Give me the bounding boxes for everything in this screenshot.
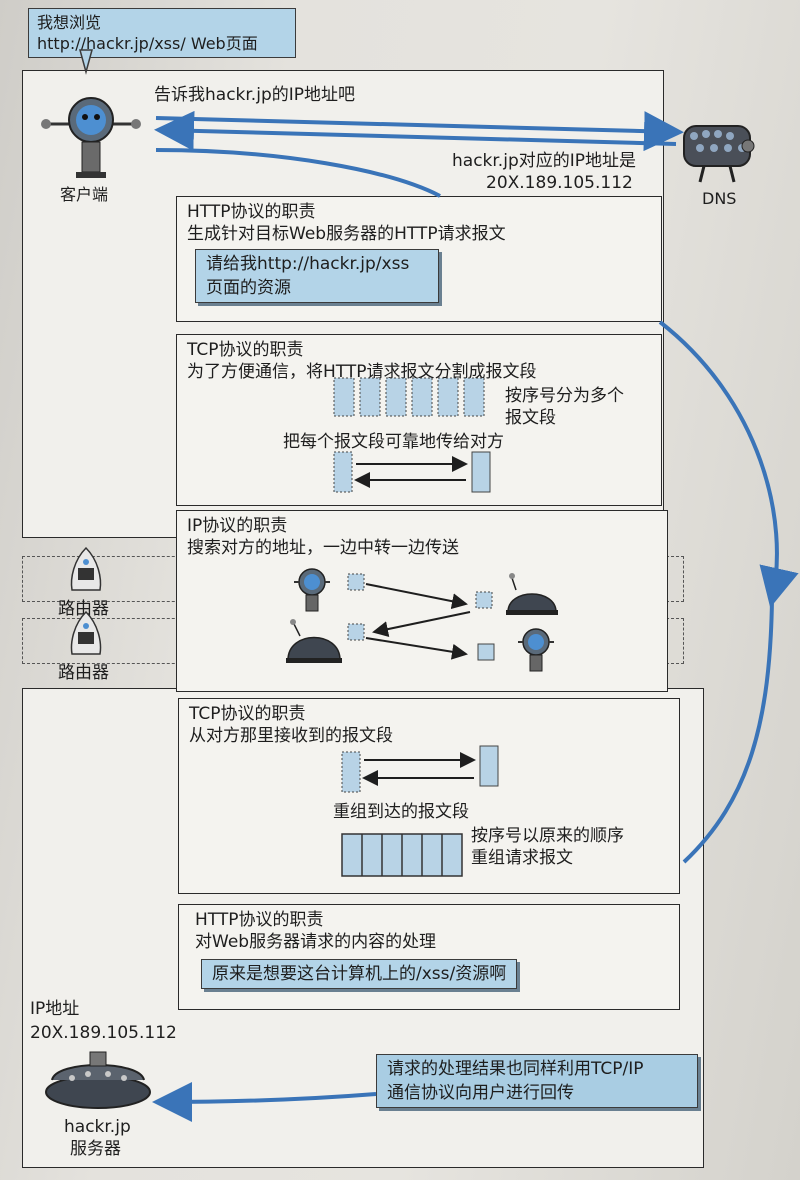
tcp-reliable-note: 把每个报文段可靠地传给对方 bbox=[283, 432, 504, 452]
ip-router-dome-icon-1 bbox=[506, 573, 558, 615]
http-recv-note: 原来是想要这台计算机上的/xss/资源啊 bbox=[201, 959, 518, 989]
dns-query-arrow bbox=[155, 111, 684, 152]
server-name-2: 服务器 bbox=[70, 1139, 121, 1159]
ip-router-dome-icon-2 bbox=[286, 619, 342, 663]
router-label-1: 路由器 bbox=[58, 599, 109, 619]
router-icon-2 bbox=[70, 610, 102, 655]
tcp-send-desc: 为了方便通信，将HTTP请求报文分割成报文段 bbox=[187, 362, 537, 382]
reply-note-line-1: 请求的处理结果也同样利用TCP/IP bbox=[387, 1059, 644, 1079]
router-label-2: 路由器 bbox=[58, 663, 109, 683]
client-label: 客户端 bbox=[60, 185, 109, 204]
tcp-order-note-2: 重组请求报文 bbox=[471, 848, 573, 868]
reply-note-line-2: 通信协议向用户进行回传 bbox=[387, 1083, 574, 1103]
segment-receiver bbox=[471, 451, 491, 493]
ip-packet-2 bbox=[475, 591, 493, 609]
flow-curve-right bbox=[658, 320, 799, 608]
recv-segment-sender bbox=[341, 751, 361, 793]
dns-answer-arrow bbox=[154, 110, 677, 151]
client-robot-icon bbox=[41, 97, 141, 178]
ip-desc: 搜索对方的地址，一边中转一边传送 bbox=[187, 538, 459, 558]
http-recv-title: HTTP协议的职责 bbox=[195, 910, 324, 930]
http-send-note-line-1: 请给我http://hackr.jp/xss bbox=[206, 254, 410, 274]
speech-line-2: http://hackr.jp/xss/ Web页面 bbox=[37, 34, 258, 53]
dns-label: DNS bbox=[702, 189, 737, 208]
dns-answer-line-2: 20X.189.105.112 bbox=[486, 173, 633, 193]
speech-tail bbox=[79, 49, 93, 75]
flow-curve-right-lower bbox=[682, 599, 774, 864]
http-send-box: HTTP协议的职责 生成针对目标Web服务器的HTTP请求报文 请给我http:… bbox=[176, 196, 662, 322]
server-name-1: hackr.jp bbox=[64, 1117, 131, 1137]
http-send-desc: 生成针对目标Web服务器的HTTP请求报文 bbox=[187, 224, 506, 244]
ip-box: IP协议的职责 搜索对方的地址，一边中转一边传送 bbox=[176, 510, 668, 692]
dns-server-icon bbox=[683, 125, 755, 183]
http-send-note-line-2: 页面的资源 bbox=[206, 278, 291, 298]
router-icon-1 bbox=[70, 546, 102, 591]
tcp-reassemble-note: 重组到达的报文段 bbox=[333, 802, 469, 822]
tcp-send-box: TCP协议的职责 为了方便通信，将HTTP请求报文分割成报文段 按序号分为多个 … bbox=[176, 334, 662, 506]
dns-query-text: 告诉我hackr.jp的IP地址吧 bbox=[154, 85, 355, 105]
segment-stack-split bbox=[333, 377, 485, 417]
tcp-recv-title: TCP协议的职责 bbox=[189, 704, 306, 724]
server-ip-label: IP地址 bbox=[30, 999, 80, 1019]
http-send-title: HTTP协议的职责 bbox=[187, 202, 316, 222]
ip-route-arrow-2 bbox=[372, 611, 471, 637]
flow-curve-top bbox=[155, 148, 441, 198]
http-recv-desc: 对Web服务器请求的内容的处理 bbox=[195, 932, 437, 952]
http-send-note: 请给我http://hackr.jp/xss 页面的资源 bbox=[195, 249, 439, 303]
client-speech-bubble: 我想浏览 http://hackr.jp/xss/ Web页面 bbox=[28, 8, 296, 58]
ip-route-arrow-3 bbox=[365, 637, 468, 660]
tcp-split-note-1: 按序号分为多个 bbox=[505, 386, 624, 406]
tcp-split-note-2: 报文段 bbox=[505, 408, 556, 428]
ip-title: IP协议的职责 bbox=[187, 516, 288, 536]
reply-arrow bbox=[152, 1081, 377, 1122]
dns-answer-line-1: hackr.jp对应的IP地址是 bbox=[452, 151, 636, 171]
tcp-send-title: TCP协议的职责 bbox=[187, 340, 304, 360]
ip-route-arrow-1 bbox=[365, 583, 468, 610]
segment-sender bbox=[333, 451, 353, 493]
ip-packet-3 bbox=[347, 623, 365, 641]
ip-robot-sender-icon bbox=[294, 568, 330, 612]
recv-segment-receiver bbox=[479, 745, 499, 787]
ip-packet-1 bbox=[347, 573, 365, 591]
tcp-order-note-1: 按序号以原来的顺序 bbox=[471, 826, 624, 846]
reassembled-segments bbox=[341, 833, 463, 877]
speech-line-1: 我想浏览 bbox=[37, 13, 102, 32]
ip-robot-receiver-icon bbox=[518, 628, 554, 672]
http-recv-box: HTTP协议的职责 对Web服务器请求的内容的处理 原来是想要这台计算机上的/x… bbox=[178, 904, 680, 1010]
server-ip-value: 20X.189.105.112 bbox=[30, 1023, 177, 1043]
tcp-recv-desc: 从对方那里接收到的报文段 bbox=[189, 726, 393, 746]
reply-note: 请求的处理结果也同样利用TCP/IP 通信协议向用户进行回传 bbox=[376, 1054, 698, 1108]
server-machine-icon bbox=[45, 1051, 151, 1109]
ip-packet-4 bbox=[477, 643, 495, 661]
